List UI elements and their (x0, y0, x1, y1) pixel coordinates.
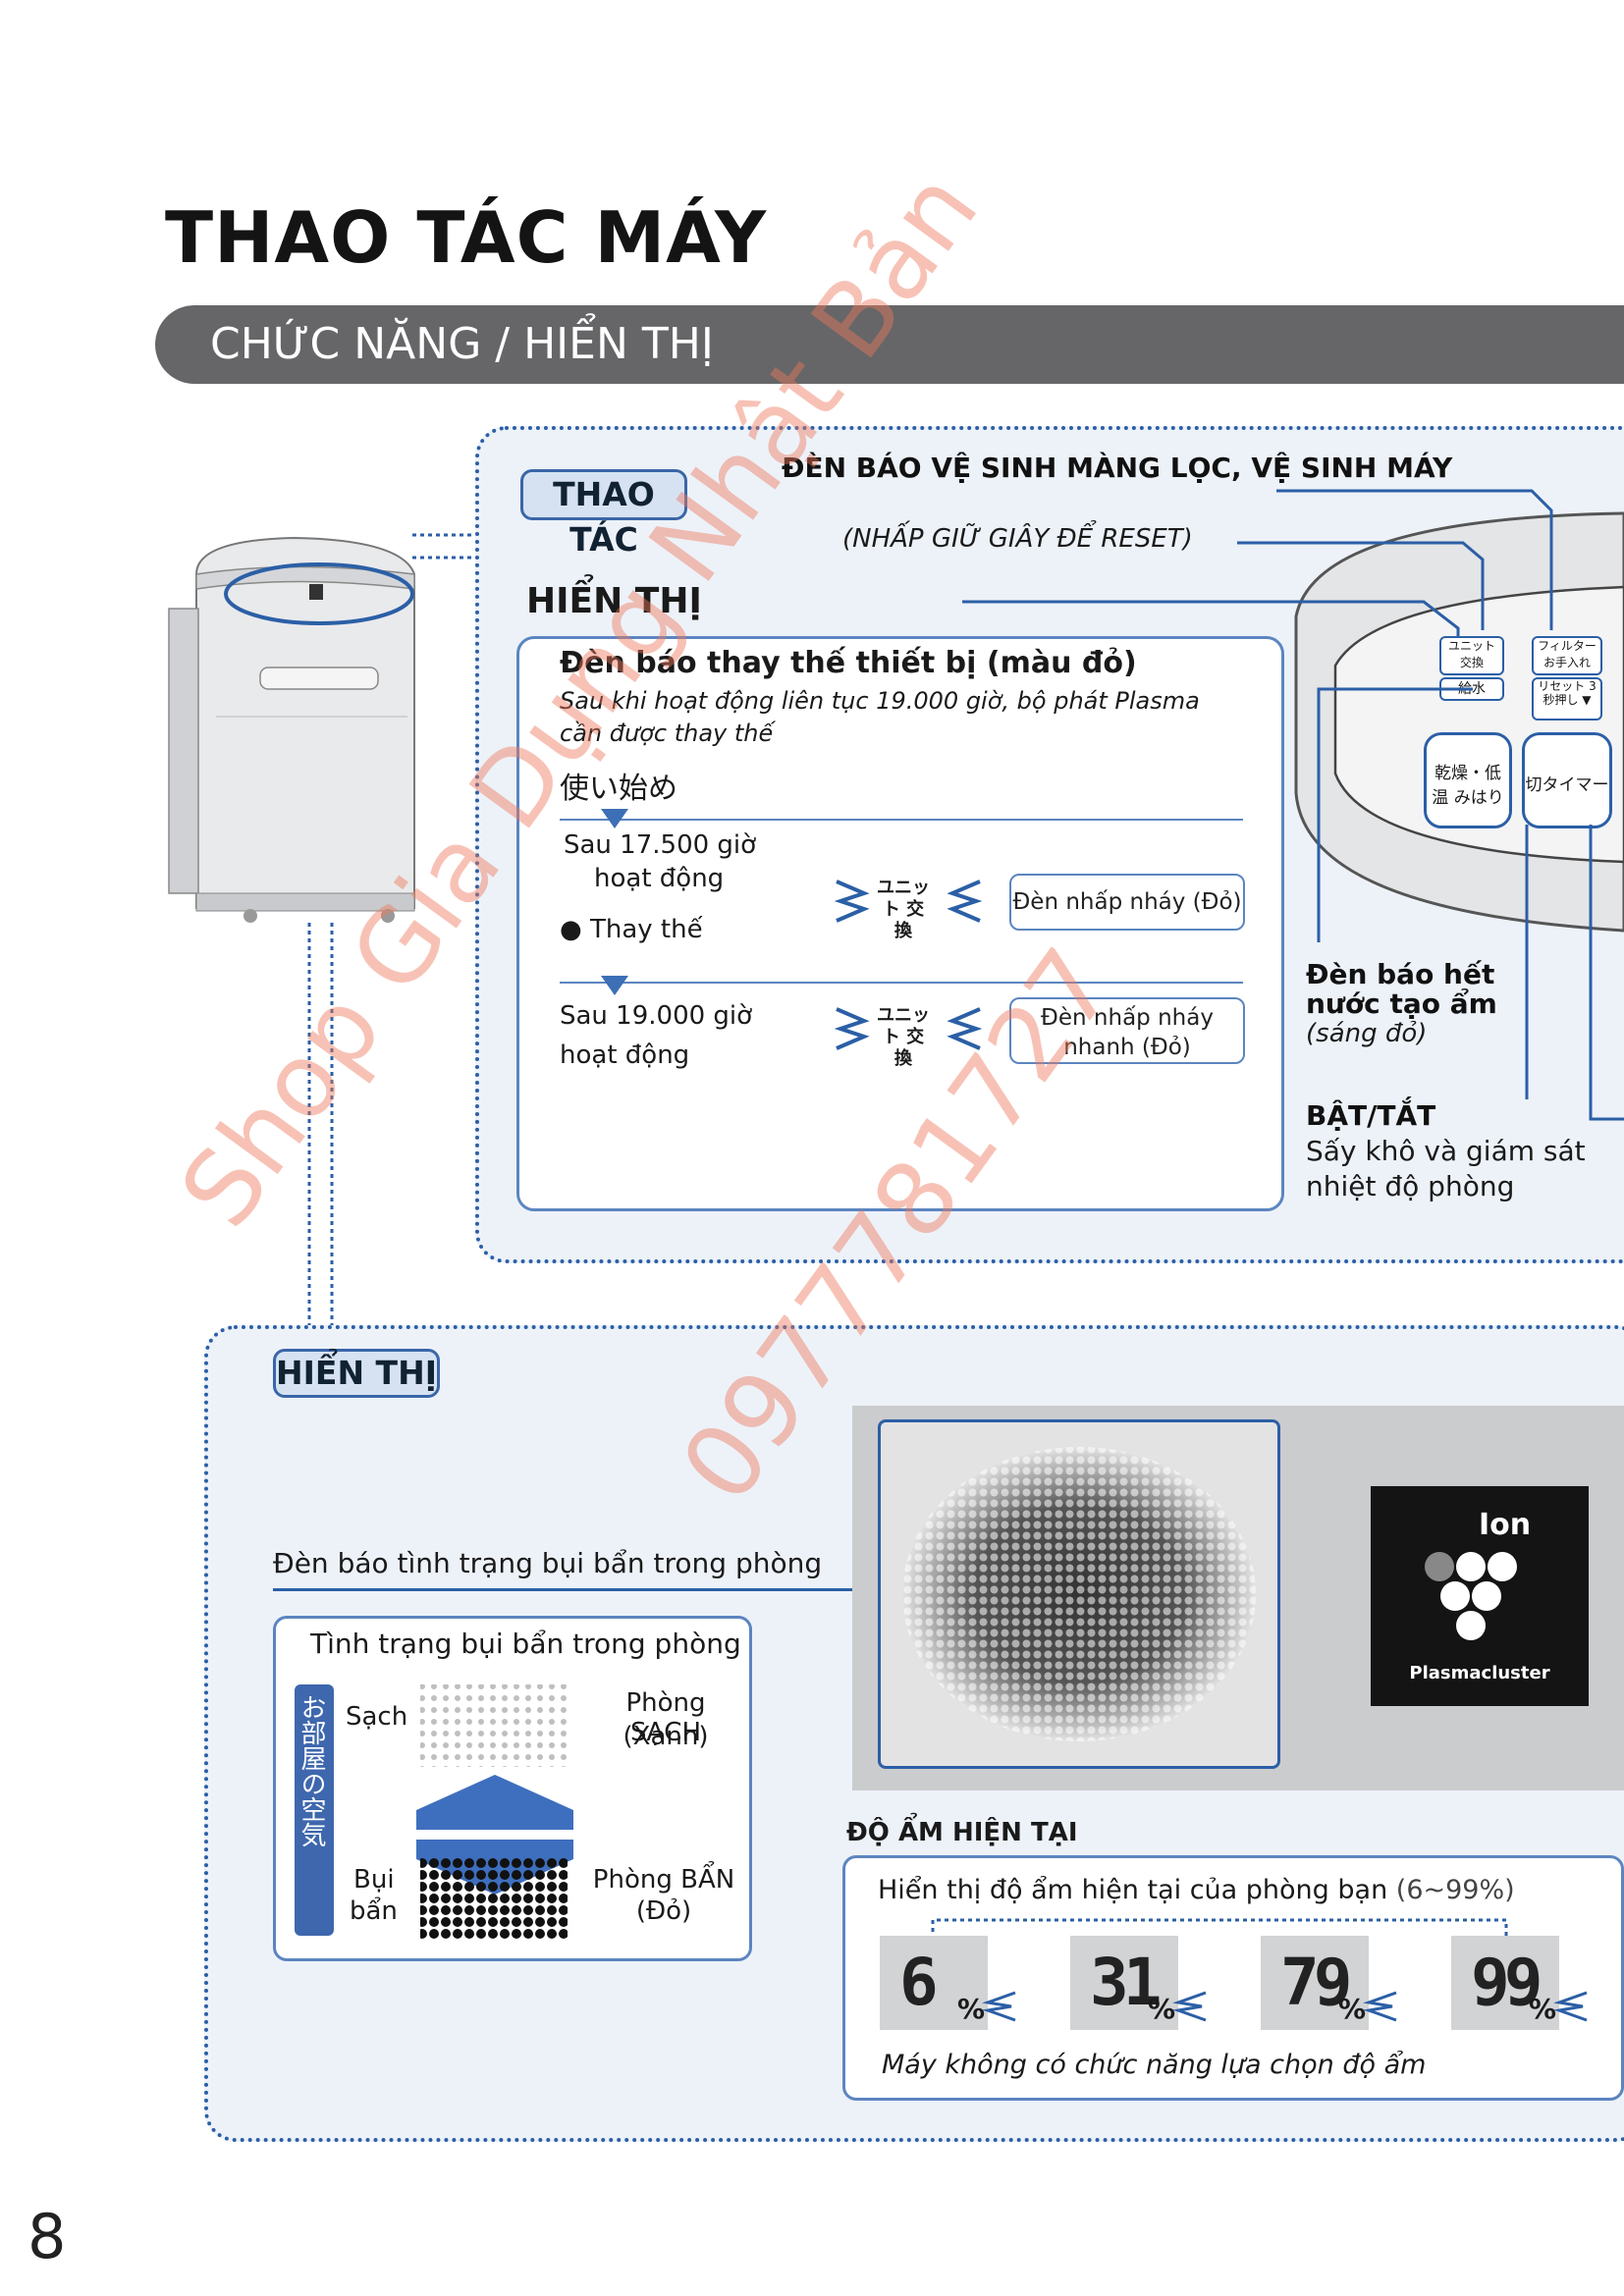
dirty-label-a: Bụi (353, 1865, 395, 1895)
air-purifier-illustration (168, 536, 415, 923)
unit-replace-icon: ユニット 交換 (877, 878, 930, 941)
dirty-room-a: Phòng BẨN (592, 1865, 735, 1895)
row2-status: Đèn nhấp nháy nhanh (Đỏ) (1009, 997, 1245, 1064)
unit-replace-icon: ユニット 交換 (877, 1005, 930, 1069)
dust-box-heading: Tình trạng bụi bẩn trong phòng (310, 1628, 741, 1660)
operation-tag: THAO TÁC (520, 469, 687, 559)
row2-status-b: nhanh (Đỏ) (1063, 1035, 1191, 1060)
row2-text-a: Sau 19.000 giờ (560, 1001, 753, 1031)
humidity-desc-row: Hiển thị độ ẩm hiện tại của phòng bạn (6… (878, 1875, 1515, 1905)
humidity-note: Máy không có chức năng lựa chọn độ ẩm (882, 2050, 1427, 2080)
reset-label: (NHẤP GIỮ GIÂY ĐỂ RESET) (842, 524, 1193, 554)
dust-indicator-label: Đèn báo tình trạng bụi bẩn trong phòng (273, 1547, 823, 1579)
clean-label: Sạch (346, 1702, 408, 1732)
dust-level-graphic (416, 1684, 573, 1940)
arrow-down-icon (601, 976, 628, 995)
row2-status-a: Đèn nhấp nháy (1041, 1005, 1214, 1031)
display-heading: HIỂN THỊ (526, 581, 702, 621)
reset-button[interactable]: リセット 3秒押し ▼ (1532, 677, 1602, 721)
water-label-a: Đèn báo hết (1306, 958, 1495, 990)
onoff-label: BẬT/TẮT (1306, 1099, 1436, 1132)
humidity-reading-79: 79 (1261, 1936, 1369, 2030)
operation-leader-lines (962, 489, 1624, 1121)
plasmacluster-ion-icon (1425, 1552, 1517, 1640)
blink-icon (835, 880, 982, 923)
section-header-bar: CHỨC NĂNG / HIỂN THỊ (155, 305, 1624, 384)
humidity-value: 31 (1090, 1945, 1162, 2020)
start-label: 使い始め (560, 772, 677, 806)
row1-text-b: hoạt động (594, 864, 725, 893)
water-label-b: nước tạo ẩm (1306, 988, 1497, 1020)
divider (560, 819, 1243, 821)
replace-box-heading: Đèn báo thay thế thiết bị (màu đỏ) (560, 646, 1137, 680)
filter-care-indicator: フィルター お手入れ (1532, 636, 1602, 675)
divider (560, 982, 1243, 984)
section-title: CHỨC NĂNG / HIỂN THỊ (210, 319, 714, 369)
row1-status: Đèn nhấp nháy (Đỏ) (1009, 874, 1245, 931)
humidity-range-bracket (931, 1918, 1508, 1940)
blink-icon (982, 1991, 1016, 2022)
blink-icon (1363, 1991, 1397, 2022)
dry-monitor-button[interactable]: 乾燥・低温 みはり (1424, 732, 1512, 828)
row1-bullet: ● Thay thế (560, 915, 703, 944)
humidity-unit: % (1338, 1993, 1367, 2025)
page-number: 8 (27, 2201, 67, 2272)
humidity-value: 99 (1471, 1945, 1543, 2020)
clean-room-a: Phòng SẠCH (625, 1688, 706, 1747)
clean-room-b: (Xanh) (623, 1722, 709, 1751)
off-timer-button[interactable]: 切タイマー (1522, 732, 1612, 828)
dust-dot-pattern (902, 1447, 1256, 1741)
air-quality-bar (295, 1684, 334, 1936)
device-leader-lines (307, 533, 477, 1325)
row1-bullet-text: Thay thế (589, 915, 703, 944)
humidity-reading-31: 31 (1070, 1936, 1178, 2030)
filter-indicator-label: ĐÈN BÁO VỆ SINH MÀNG LỌC, VỆ SINH MÁY (782, 452, 1453, 484)
replace-box-desc: Sau khi hoạt động liên tục 19.000 giờ, b… (560, 687, 1200, 747)
water-label-c: (sáng đỏ) (1306, 1019, 1428, 1048)
plasmacluster-brand: Plasmacluster (1409, 1663, 1550, 1683)
blink-icon (1553, 1991, 1588, 2022)
display-tag: HIỂN THỊ (273, 1349, 440, 1398)
onoff-desc-b: nhiệt độ phòng (1306, 1170, 1515, 1202)
ion-text: Ion (1479, 1508, 1532, 1542)
humidity-reading-99: 99 (1451, 1936, 1559, 2030)
row1-text-a: Sau 17.500 giờ (564, 830, 757, 860)
blink-icon (1172, 1991, 1207, 2022)
dust-sensor-display (878, 1419, 1280, 1769)
onoff-desc-a: Sấy khô và giám sát (1306, 1135, 1586, 1167)
dirty-label-b: bẩn (350, 1896, 398, 1926)
humidity-value: 6 (899, 1945, 939, 2020)
humidity-unit: % (1529, 1993, 1557, 2025)
page-title: THAO TÁC MÁY (165, 196, 768, 279)
air-quality-side-label: お部屋の空気 (297, 1694, 326, 1847)
humidity-desc: Hiển thị độ ẩm hiện tại của phòng bạn (878, 1875, 1388, 1905)
unit-replace-indicator: ユニット 交換 (1439, 636, 1504, 675)
humidity-unit: % (957, 1993, 986, 2025)
humidity-heading: ĐỘ ẨM HIỆN TẠI (846, 1818, 1078, 1847)
arrow-down-icon (601, 809, 628, 828)
fast-blink-icon (835, 1007, 982, 1050)
humidity-unit: % (1148, 1993, 1176, 2025)
humidity-value: 79 (1280, 1945, 1352, 2020)
plasmacluster-logo: Ion Plasmacluster (1371, 1486, 1589, 1706)
humidity-reading-6: 6 (880, 1936, 988, 2030)
dust-leader-line (273, 1588, 878, 1591)
humidity-range: (6~99%) (1395, 1875, 1515, 1905)
dirty-room-b: (Đỏ) (635, 1896, 692, 1926)
row2-text-b: hoạt động (560, 1041, 690, 1070)
